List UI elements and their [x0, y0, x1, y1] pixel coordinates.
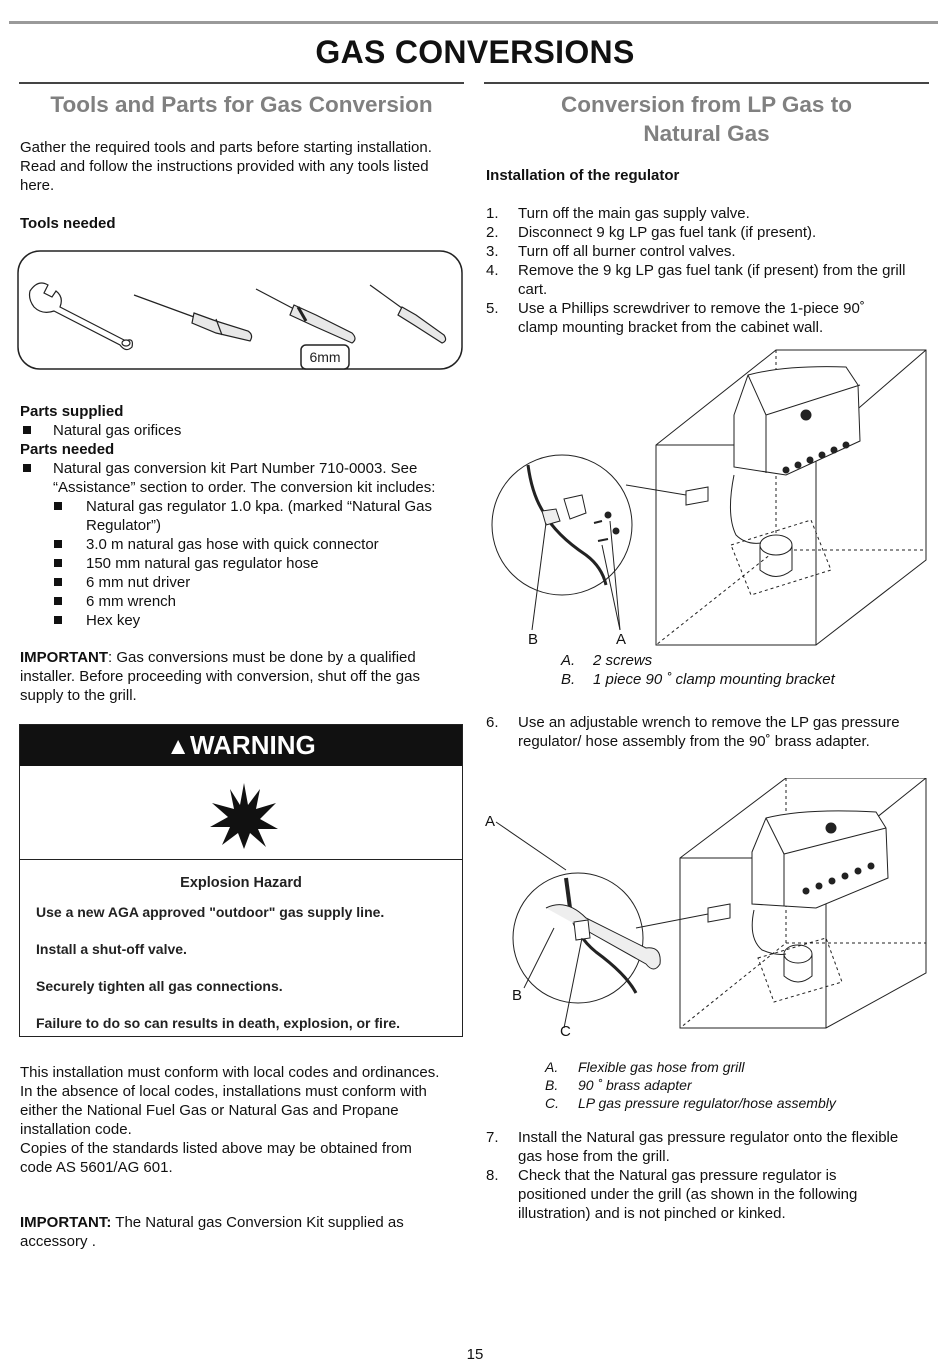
kit-item: Natural gas conversion kit Part Number 7…: [20, 459, 435, 497]
step-6: 6. Use an adjustable wrench to remove th…: [486, 714, 900, 750]
intro-text: Gather the required tools and parts befo…: [20, 139, 432, 194]
fig2-label-c: C: [560, 1023, 571, 1040]
fig1-label-a: A: [616, 631, 627, 648]
warning-box: ▲WARNING Explosion Hazard Use a new AGA …: [19, 724, 463, 1037]
kit-contents: Natural gas regulator 1.0 kpa. (marked “…: [54, 497, 432, 630]
right-rule: [484, 82, 929, 84]
parts-supplied-heading: Parts supplied: [20, 403, 124, 420]
explosion-icon: [210, 783, 278, 849]
codes-text: This installation must conform with loca…: [20, 1064, 440, 1176]
flat-screwdriver-icon: [255, 288, 356, 344]
page-number: 15: [466, 1346, 484, 1363]
steps-1-5: 1. Turn off the main gas supply valve. 2…: [486, 205, 906, 336]
fig2-label-b: B: [512, 987, 523, 1004]
bracket-removal-figure: [491, 349, 927, 646]
warning-triangle-icon: ▲: [166, 733, 191, 760]
fig2-legend: A.Flexible gas hose from grill B.90 ˚ br…: [545, 1059, 836, 1111]
fig1-label-b: B: [528, 631, 539, 648]
parts-supplied-item: Natural gas orifices: [20, 421, 181, 440]
top-rule: [9, 21, 938, 24]
hazard-title: Explosion Hazard: [180, 875, 302, 891]
page-title: GAS CONVERSIONS: [315, 34, 635, 70]
fig2-label-a: A: [485, 813, 496, 830]
regulator-subheading: Installation of the regulator: [486, 167, 680, 184]
warning-line-4: Failure to do so can results in death, e…: [36, 1015, 401, 1031]
important-note-2: IMPORTANT: The Natural gas Conversion Ki…: [20, 1214, 404, 1250]
warning-line-2: Install a shut-off valve.: [36, 941, 187, 957]
tools-heading: Tools needed: [20, 215, 116, 232]
warning-line-3: Securely tighten all gas connections.: [36, 978, 283, 994]
left-rule: [19, 82, 464, 84]
important-note-1: IMPORTANT: Gas conversions must be done …: [20, 649, 420, 704]
fig1-legend: A.2 screws B.1 piece 90 ˚ clamp mounting…: [561, 652, 835, 688]
nut-driver-icon: [369, 284, 447, 344]
steps-7-8: 7. Install the Natural gas pressure regu…: [486, 1129, 899, 1222]
warning-header: ▲WARNING: [20, 725, 462, 766]
adjustable-wrench-icon: [28, 282, 133, 351]
warning-line-1: Use a new AGA approved "outdoor" gas sup…: [36, 904, 385, 920]
phillips-screwdriver-icon: [133, 294, 253, 342]
tool-size-label: 6mm: [309, 349, 340, 365]
left-heading: Tools and Parts for Gas Conversion: [50, 92, 433, 117]
tools-illustration: 6mm: [17, 250, 463, 370]
parts-needed-heading: Parts needed: [20, 441, 115, 458]
regulator-removal-figure: [495, 778, 927, 1029]
